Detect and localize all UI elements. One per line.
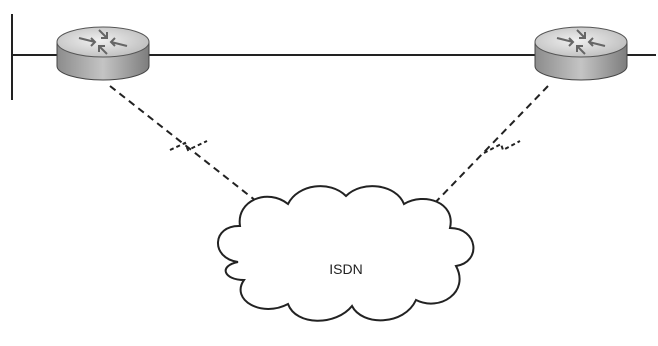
router-left xyxy=(56,26,150,81)
link-right-to-isdn xyxy=(427,85,549,211)
isdn-cloud: ISDN xyxy=(217,185,475,322)
lightning-bolt-icon xyxy=(169,140,208,152)
router-icon xyxy=(556,29,606,55)
cloud-label: ISDN xyxy=(329,261,362,277)
router-icon xyxy=(78,29,128,55)
cloud-icon xyxy=(217,185,475,322)
router-right xyxy=(534,26,628,81)
link-left-to-isdn xyxy=(109,85,266,209)
lightning-bolt-icon xyxy=(483,140,521,154)
